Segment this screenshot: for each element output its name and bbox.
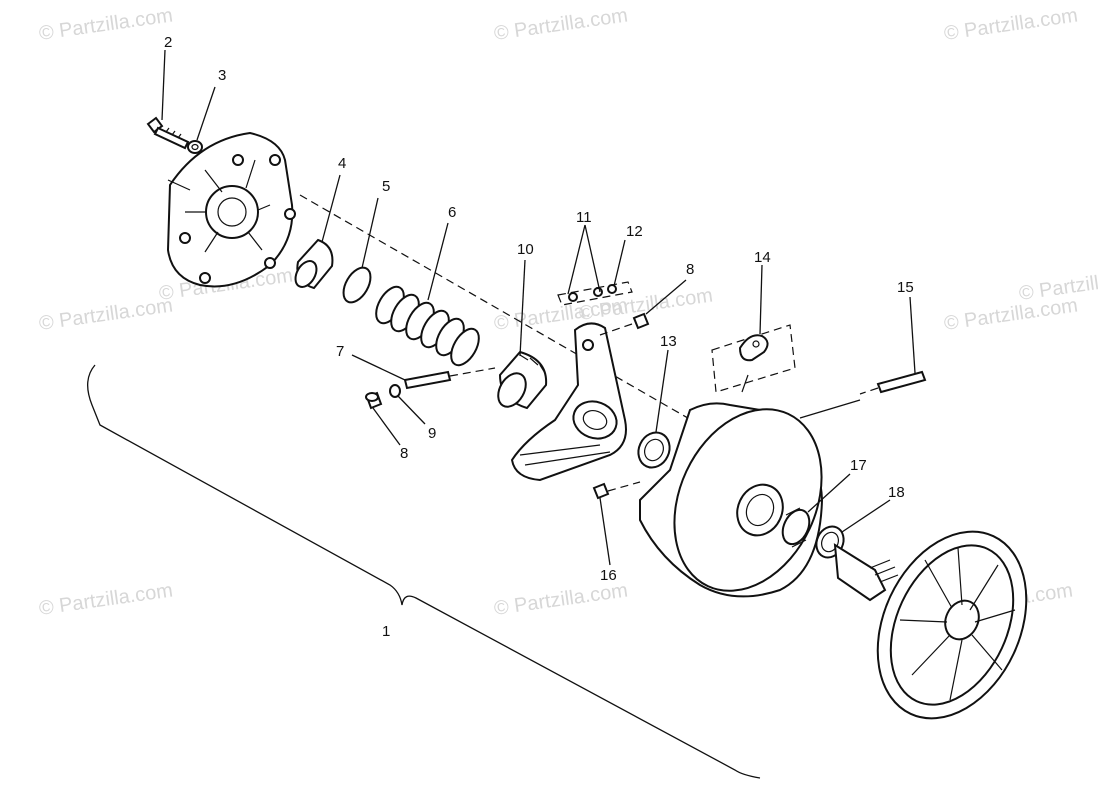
callout-14: 14	[754, 249, 771, 266]
callout-9: 9	[428, 425, 436, 442]
bolt-part-2	[146, 116, 190, 150]
pin-part-7	[403, 367, 496, 390]
watermark: © Partzilla.com	[493, 4, 630, 45]
watermark: © Partzilla.com	[1018, 264, 1098, 305]
callout-16: 16	[600, 567, 617, 584]
callout-7: 7	[336, 343, 344, 360]
callout-6: 6	[448, 204, 456, 221]
assembly-bracket	[87, 364, 761, 779]
callout-1: 1	[382, 623, 390, 640]
screw-part-16	[592, 481, 641, 500]
pin-part-15	[859, 370, 927, 395]
callout-8: 8	[686, 261, 694, 278]
axis-centerline	[299, 194, 701, 426]
callout-labels: 1 2 3 4 5 6 7 8 8 9 10 11 12 13 14 15 16…	[164, 34, 914, 640]
callout-3: 3	[218, 67, 226, 84]
callout-17: 17	[850, 457, 867, 474]
bushing-part-17	[781, 507, 811, 548]
callout-18: 18	[888, 484, 905, 501]
cap-part-8	[365, 391, 383, 410]
nut-part-8	[599, 312, 650, 336]
roller-part-10	[497, 350, 548, 410]
watermark: © Partzilla.com	[943, 294, 1080, 335]
cover-plate	[166, 131, 296, 288]
weight-part-14	[711, 324, 796, 393]
spider-arm	[510, 322, 627, 482]
callout-15: 15	[897, 279, 914, 296]
nut-part-3	[187, 140, 203, 154]
watermark: © Partzilla.com	[38, 294, 175, 335]
watermark: © Partzilla.com	[943, 4, 1080, 45]
callout-8: 8	[400, 445, 408, 462]
callout-12: 12	[626, 223, 643, 240]
washer-part-13	[637, 431, 671, 469]
watermark-layer: © Partzilla.com © Partzilla.com © Partzi…	[38, 4, 1098, 620]
callout-5: 5	[382, 178, 390, 195]
spring-part-6	[375, 285, 480, 367]
callout-2: 2	[164, 34, 172, 51]
movable-sheave	[639, 399, 861, 598]
watermark: © Partzilla.com	[38, 579, 175, 620]
bushing-part-4	[294, 238, 334, 290]
washer-part-9	[389, 384, 401, 398]
callout-11: 11	[576, 209, 592, 226]
callout-13: 13	[660, 333, 677, 350]
watermark: © Partzilla.com	[38, 4, 175, 45]
fixed-sheave	[833, 530, 1028, 720]
snap-ring-part-5	[342, 266, 372, 304]
watermark: © Partzilla.com	[493, 579, 630, 620]
leader-lines	[161, 49, 916, 566]
callout-10: 10	[517, 241, 534, 258]
callout-4: 4	[338, 155, 346, 172]
